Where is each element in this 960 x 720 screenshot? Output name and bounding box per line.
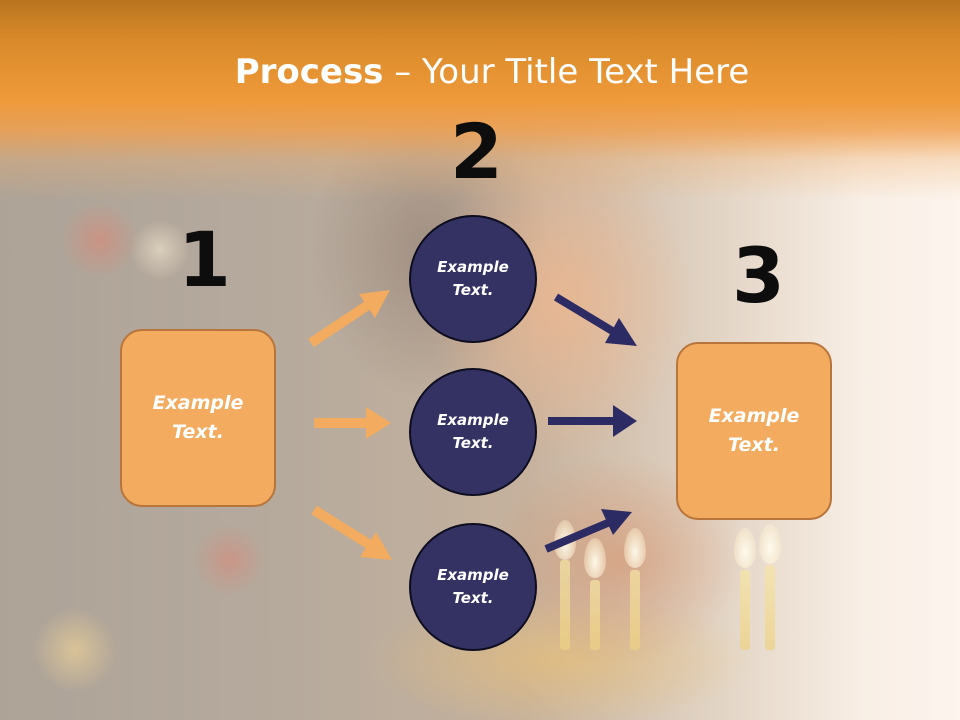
header-band <box>0 0 960 200</box>
arrow-right-icon <box>548 405 637 437</box>
step1-box[interactable]: Example Text. <box>120 329 276 507</box>
slide-title: Process – Your Title Text Here <box>0 52 960 92</box>
step2-circle-bottom[interactable]: Example Text. <box>409 523 537 651</box>
title-rest: – Your Title Text Here <box>383 52 750 92</box>
step3-text: Example Text. <box>708 405 800 456</box>
arrow-down-right-icon <box>311 505 392 560</box>
arrow-up-right-icon <box>544 509 632 553</box>
step-number-2: 2 <box>450 107 503 196</box>
arrow-down-right-icon <box>553 293 637 346</box>
step2-circle-top[interactable]: Example Text. <box>409 215 537 343</box>
arrow-up-right-icon <box>308 290 390 348</box>
step2-circle-middle[interactable]: Example Text. <box>409 368 537 496</box>
step-number-3: 3 <box>732 231 785 320</box>
step2-circle-middle-text: Example Text. <box>437 411 509 452</box>
step-number-1: 1 <box>178 215 231 304</box>
step2-circle-top-text: Example Text. <box>437 258 509 299</box>
step2-circle-bottom-text: Example Text. <box>437 566 509 607</box>
step1-text: Example Text. <box>152 392 244 443</box>
arrow-right-icon <box>314 407 391 439</box>
title-bold: Process <box>234 52 384 92</box>
step3-box[interactable]: Example Text. <box>676 342 832 520</box>
birthday-candles <box>540 520 800 660</box>
